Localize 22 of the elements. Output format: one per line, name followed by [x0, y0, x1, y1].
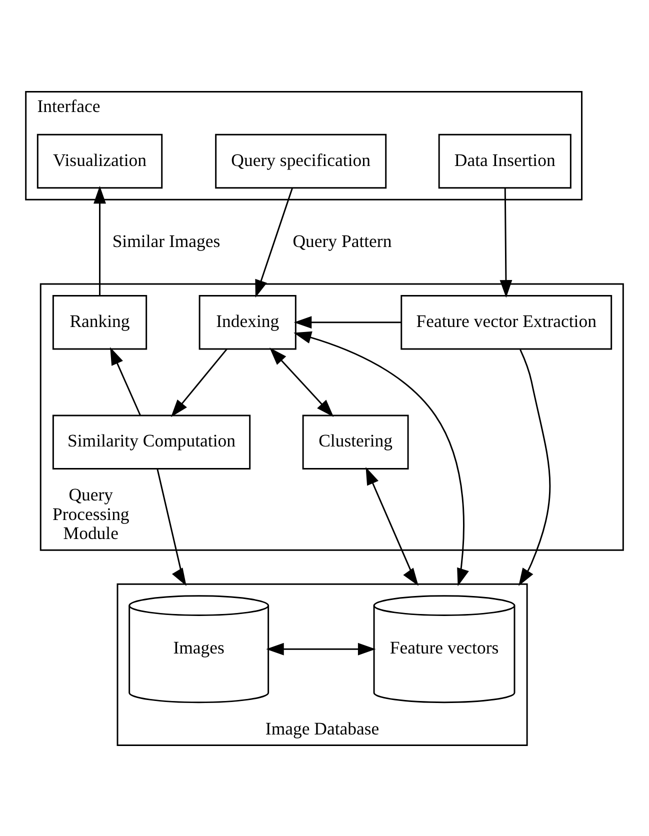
node-box: Indexing — [198, 294, 296, 350]
arrow — [270, 347, 334, 417]
arrow — [366, 466, 418, 586]
arrow — [170, 348, 228, 417]
arrow — [110, 346, 141, 416]
arrow — [266, 642, 376, 655]
arrow — [255, 187, 293, 298]
node-box: Similarity Computation — [52, 414, 251, 469]
arrow — [500, 188, 512, 298]
node-box: Feature vector Extraction — [400, 294, 612, 350]
arrow — [294, 316, 402, 328]
node-box: Query specification — [215, 133, 387, 188]
arrow — [294, 330, 469, 586]
arrow — [518, 348, 551, 586]
node-box: Clustering — [302, 414, 409, 469]
arrow — [156, 468, 186, 586]
edge-label: Query Pattern — [292, 230, 392, 251]
node-box: Data Insertion — [438, 133, 572, 188]
node-box: Ranking — [52, 294, 148, 350]
node-box: Visualization — [36, 133, 163, 188]
edge-label: Similar Images — [112, 230, 220, 251]
arrow — [94, 185, 106, 296]
